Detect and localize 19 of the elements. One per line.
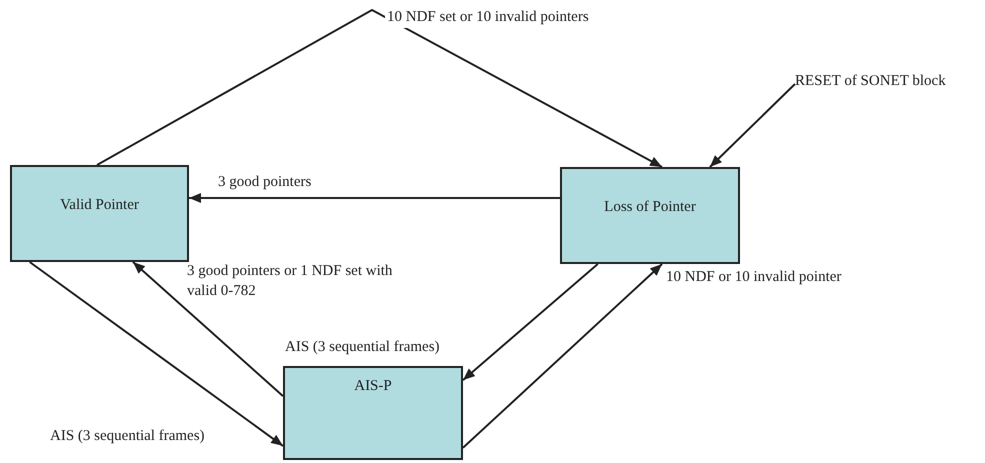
edge-label: AIS (3 sequential frames) bbox=[283, 338, 442, 358]
state-box bbox=[283, 366, 463, 460]
edge-label: 3 good pointers bbox=[216, 173, 314, 192]
annotation-text: RESET of SONET block bbox=[795, 73, 946, 90]
transition-arrow bbox=[96, 8, 663, 168]
edge-label: AIS (3 sequential frames) bbox=[48, 427, 207, 446]
transition-arrow bbox=[709, 83, 796, 168]
transition-arrow bbox=[189, 192, 560, 203]
state-box bbox=[10, 165, 189, 262]
state-box bbox=[560, 167, 740, 264]
transition-arrow bbox=[462, 263, 598, 381]
transition-arrow bbox=[132, 261, 284, 397]
state-label: AIS-P bbox=[353, 378, 393, 395]
transition-arrow bbox=[462, 263, 663, 449]
state-label: Valid Pointer bbox=[59, 197, 140, 214]
transition-arrow bbox=[29, 261, 284, 447]
edge-label: 10 NDF set or 10 invalid pointers bbox=[385, 8, 591, 28]
edge-label: 10 NDF or 10 invalid pointer bbox=[664, 268, 844, 288]
state-label: Loss of Pointer bbox=[603, 199, 697, 216]
